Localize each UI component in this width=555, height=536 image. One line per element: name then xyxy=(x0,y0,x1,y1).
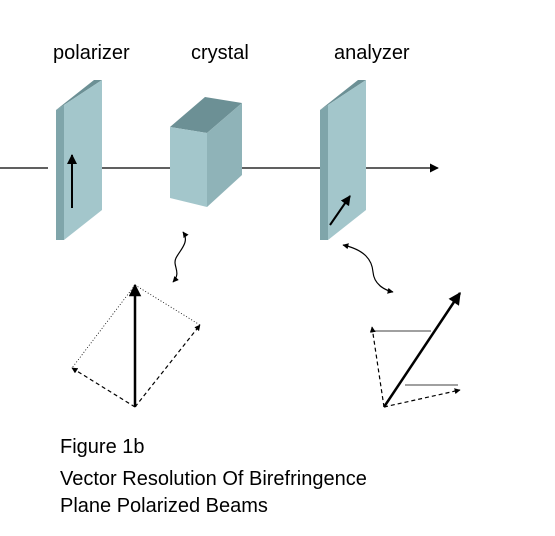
analyzer-plate xyxy=(320,80,366,240)
component-vector-left xyxy=(71,367,136,408)
component-vector-up xyxy=(369,326,385,408)
crystal-vector-diagram xyxy=(71,283,201,408)
figure-caption-line3: Plane Polarized Beams xyxy=(60,495,268,517)
analyzer-vector-arrow xyxy=(329,195,351,226)
crystal-block xyxy=(170,97,242,207)
component-vector-right xyxy=(383,388,461,408)
crystal-label: crystal xyxy=(191,42,249,64)
figure-caption-title: Figure 1b xyxy=(60,436,145,458)
analyzer-to-vectors-connector xyxy=(342,243,394,294)
resultant-vector xyxy=(382,291,462,408)
polarizer-plate xyxy=(56,80,102,240)
figure-caption-line2: Vector Resolution Of Birefringence xyxy=(60,468,367,490)
crystal-to-vectors-connector xyxy=(172,231,189,283)
analyzer-label: analyzer xyxy=(334,42,410,64)
polarizer-label: polarizer xyxy=(53,42,130,64)
analyzer-vector-diagram xyxy=(369,291,462,408)
component-vector-right xyxy=(134,324,201,408)
